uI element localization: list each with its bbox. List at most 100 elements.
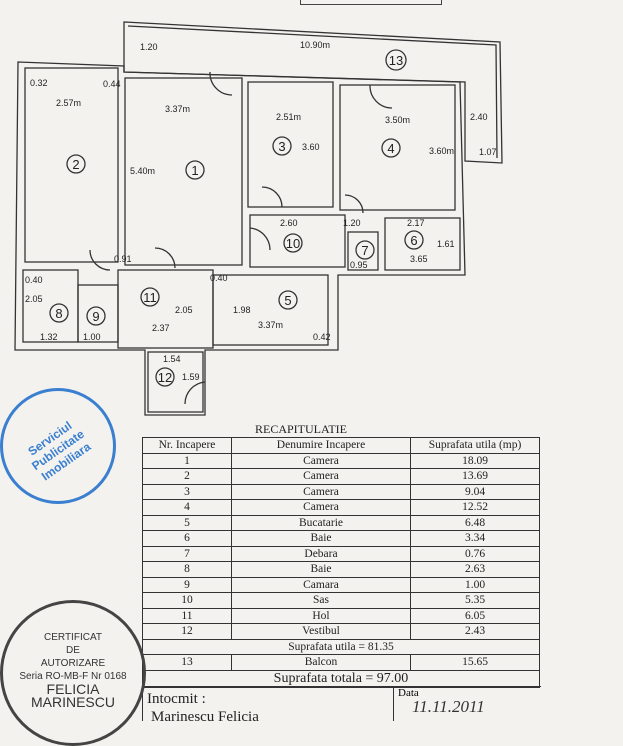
dimension-labels: 1.20 10.90m 0.32 0.44 2.57m 3.37m 2.51m …	[25, 40, 497, 382]
svg-text:1.59: 1.59	[182, 372, 200, 382]
svg-text:1.98: 1.98	[233, 305, 251, 315]
table-cell: 6.05	[410, 607, 540, 624]
svg-text:0.40: 0.40	[25, 275, 43, 285]
svg-text:5: 5	[284, 293, 291, 308]
svg-text:2.40: 2.40	[470, 112, 488, 122]
table-cell: 15.65	[410, 654, 540, 671]
table-cell: 9.04	[410, 483, 540, 500]
svg-text:0.95: 0.95	[350, 260, 368, 270]
svg-text:7: 7	[361, 243, 368, 258]
table-cell: 2.43	[410, 623, 540, 640]
table-cell: 3	[142, 483, 232, 500]
prepared-by-name: Marinescu Felicia	[151, 709, 259, 725]
svg-text:10: 10	[286, 236, 300, 251]
stamp-text: DE	[66, 645, 80, 656]
header-cell: Nr. Incapere	[142, 437, 232, 454]
table-cell: Camera	[231, 468, 411, 485]
svg-text:0.32: 0.32	[30, 78, 48, 88]
walls	[14, 21, 503, 416]
svg-text:0.44: 0.44	[103, 79, 121, 89]
table-cell: 13.69	[410, 468, 540, 485]
svg-text:5.40m: 5.40m	[130, 166, 155, 176]
svg-text:1.00: 1.00	[83, 332, 101, 342]
table-cell: 5.35	[410, 592, 540, 609]
svg-text:2.51m: 2.51m	[276, 112, 301, 122]
table-cell: 5	[142, 514, 232, 531]
table-cell: 8	[142, 561, 232, 578]
table-cell: Sas	[231, 592, 411, 609]
table-header-row: Nr. Incapere Denumire Incapere Suprafata…	[142, 437, 540, 454]
svg-text:2.57m: 2.57m	[56, 98, 81, 108]
header-cell: Denumire Incapere	[231, 437, 411, 454]
table-cell: Balcon	[231, 654, 411, 671]
svg-text:2.37: 2.37	[152, 323, 170, 333]
svg-text:2.17: 2.17	[407, 218, 425, 228]
table-cell: 1	[142, 452, 232, 469]
table-cell: 6.48	[410, 514, 540, 531]
svg-text:2.60: 2.60	[280, 218, 298, 228]
svg-text:11: 11	[143, 290, 157, 305]
svg-text:1.32: 1.32	[40, 332, 58, 342]
stamp-text: Seria RO-MB-F Nr 0168	[19, 671, 127, 682]
table-cell: 1.00	[410, 576, 540, 593]
stamp-text: FELICIA	[46, 681, 100, 697]
floor-plan: 1.20 10.90m 0.32 0.44 2.57m 3.37m 2.51m …	[14, 21, 503, 416]
svg-text:1.07: 1.07	[479, 147, 497, 157]
header-cell: Suprafata utila (mp)	[410, 437, 540, 454]
svg-text:3.37m: 3.37m	[165, 104, 190, 114]
svg-text:3.60: 3.60	[302, 142, 320, 152]
svg-text:8: 8	[55, 306, 62, 321]
table-cell: Hol	[231, 607, 411, 624]
table-cell: Baie	[231, 561, 411, 578]
table-cell: Baie	[231, 530, 411, 547]
svg-text:1.54: 1.54	[163, 354, 181, 364]
stamp-text: AUTORIZARE	[40, 658, 106, 669]
svg-text:1.20: 1.20	[343, 218, 361, 228]
stamp-text: MARINESCU	[30, 694, 115, 710]
svg-text:1.20: 1.20	[140, 42, 158, 52]
svg-text:3.65: 3.65	[410, 254, 428, 264]
table-cell: 11	[142, 607, 232, 624]
svg-text:2.05: 2.05	[175, 305, 193, 315]
svg-text:9: 9	[92, 309, 99, 324]
table-cell: 2	[142, 468, 232, 485]
svg-text:3.60m: 3.60m	[429, 146, 454, 156]
room-summary-table: Nr. Incapere Denumire Incapere Suprafata…	[142, 437, 540, 688]
svg-text:0.91: 0.91	[114, 254, 132, 264]
svg-text:4: 4	[387, 141, 394, 156]
date-box: Data 11.11.2011	[393, 687, 542, 721]
stamp-text: CERTIFICAT	[44, 632, 102, 643]
svg-text:0.40: 0.40	[210, 273, 228, 283]
table-cell: 13	[142, 654, 232, 671]
table-cell: Bucatarie	[231, 514, 411, 531]
svg-text:6: 6	[410, 233, 417, 248]
svg-text:0.42: 0.42	[313, 332, 331, 342]
table-cell: 0.76	[410, 545, 540, 562]
total-area-row: Suprafata totala = 97.00	[142, 669, 540, 688]
svg-text:10.90m: 10.90m	[300, 40, 330, 50]
svg-text:1.61: 1.61	[437, 239, 455, 249]
table-cell: Camara	[231, 576, 411, 593]
date-label: Data	[398, 687, 419, 699]
table-cell: 2.63	[410, 561, 540, 578]
svg-text:3.37m: 3.37m	[258, 320, 283, 330]
authorization-stamp: CERTIFICAT DE AUTORIZARE Seria RO-MB-F Nr 0…	[0, 600, 146, 746]
table-cell: Camera	[231, 499, 411, 516]
table-cell: 12.52	[410, 499, 540, 516]
svg-text:2: 2	[72, 157, 79, 172]
table-cell: 4	[142, 499, 232, 516]
table-cell: Camera	[231, 483, 411, 500]
total-area: Suprafata totala = 97.00	[142, 669, 540, 688]
